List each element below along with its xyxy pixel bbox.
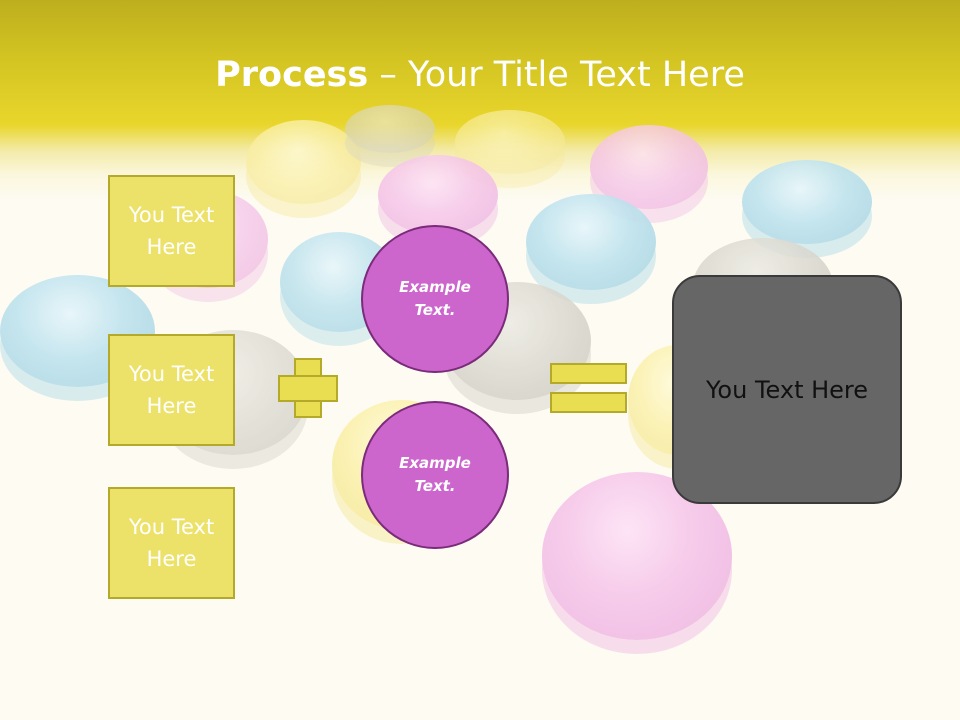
decor-candy: [378, 155, 498, 235]
plus-icon-center: [296, 377, 320, 400]
title-rest: – Your Title Text Here: [368, 55, 745, 95]
decor-candy: [742, 160, 872, 244]
decor-candy: [345, 105, 435, 153]
title-bold: Process: [215, 55, 369, 95]
equals-icon-top-bar: [550, 363, 627, 384]
result-box[interactable]: You Text Here: [672, 275, 902, 504]
result-box-label: You Text Here: [705, 375, 869, 404]
equals-icon-bottom-bar: [550, 392, 627, 413]
decor-candy: [590, 125, 708, 209]
decor-candy: [526, 194, 656, 290]
decor-candy: [246, 120, 361, 204]
slide-title[interactable]: Process – Your Title Text Here: [0, 50, 960, 100]
